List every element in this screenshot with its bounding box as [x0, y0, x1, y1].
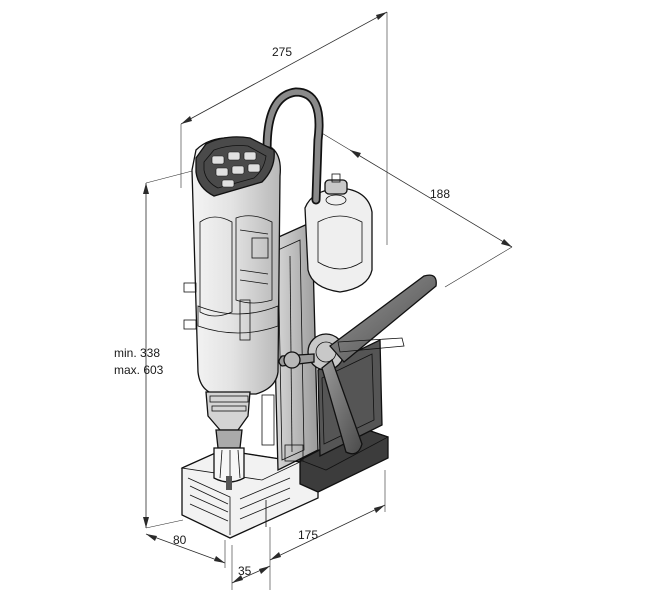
spindle	[205, 391, 251, 490]
dimension-base-width-label: 175	[298, 528, 319, 542]
chip-guard	[180, 449, 319, 539]
feed-handles	[278, 274, 437, 455]
dimension-height-max-label: max. 603	[114, 363, 164, 377]
column	[261, 221, 319, 472]
dimension-base-depth-label: 80	[173, 533, 187, 547]
dimension-width-label: 275	[272, 45, 293, 59]
dimension-height-min-label: min. 338	[114, 346, 161, 360]
dimension-depth-label: 188	[430, 187, 451, 201]
control-panel	[195, 136, 275, 197]
dimension-base-offset-label: 35	[238, 564, 252, 578]
dimension-lines	[143, 11, 513, 590]
coolant-tank	[304, 173, 373, 293]
motor-housing	[183, 137, 281, 395]
magnetic-drill	[180, 87, 437, 539]
